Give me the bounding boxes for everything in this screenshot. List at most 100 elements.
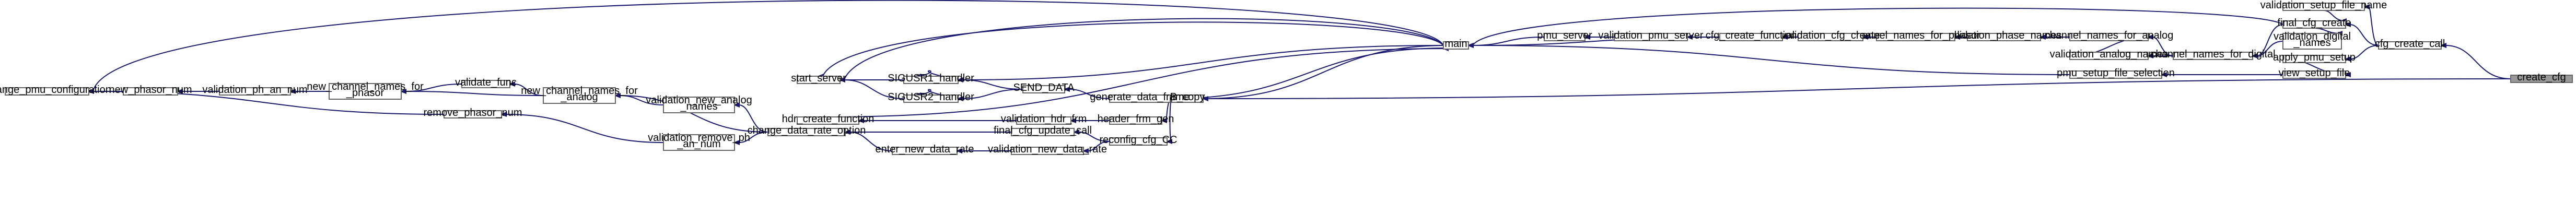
graph-node-new-channel-names-for-analog[interactable]: new_channel_names_for_analog xyxy=(521,85,638,104)
edge-change-data-rate-option-to-validation-new-analog-names xyxy=(738,104,768,133)
graph-node-pmu-server[interactable]: pmu_server xyxy=(1537,30,1592,41)
edge-validate-func-to-new-channel-names-for-phasor xyxy=(405,84,462,92)
edge-create-cfg-to-b-copy xyxy=(1207,78,2511,99)
graph-node-label: channel_names_for_digital xyxy=(2150,49,2275,60)
edge-main-to-change-pmu-configuration xyxy=(92,0,1444,92)
graph-node-label: validation_cfg_create xyxy=(1781,30,1880,41)
graph-node-validate-func[interactable]: validate_func xyxy=(455,77,517,88)
graph-node-label: SIGUSR1_handler xyxy=(888,73,974,84)
edge-reconfig-cfg-cc-to-validation-new-data-rate xyxy=(1087,141,1110,151)
graph-node-label: cfg_create_function xyxy=(1706,30,1797,41)
edge-arrowhead xyxy=(733,140,740,145)
graph-node-label: new_channel_names_for xyxy=(307,81,424,92)
graph-node-label: final_cfg_create xyxy=(2277,17,2351,29)
graph-node-channel-names-for-phasor[interactable]: channel_names_for_phasor xyxy=(1851,30,1980,41)
graph-node-final-cfg-create[interactable]: final_cfg_create xyxy=(2277,17,2351,29)
graph-node-validation-pmu-server[interactable]: validation_pmu_server xyxy=(1598,30,1704,41)
graph-node-label: pmu_server xyxy=(1537,30,1592,41)
edge-arrowhead xyxy=(838,77,845,82)
graph-node-label: channel_names_for_phasor xyxy=(1851,30,1980,41)
graph-node-label: create_cfg xyxy=(2517,72,2566,83)
graph-node-label: change_data_rate_option xyxy=(748,125,866,136)
graph-node-validation-ph-an-num[interactable]: validation_ph_an_num xyxy=(202,84,308,96)
graph-node-label: pmu_setup_file_selection xyxy=(2057,67,2175,79)
edge-arrowhead xyxy=(2440,43,2446,48)
graph-node-hdr-create-function[interactable]: hdr_create_function xyxy=(782,113,875,125)
graph-node-label: apply_pmu_setup xyxy=(2273,52,2356,63)
graph-node-label: validation_pmu_server xyxy=(1598,30,1704,41)
graph-node-channel-names-for-analog[interactable]: channel_names_for_analog xyxy=(2045,30,2174,41)
edge-pmu-server-to-main xyxy=(1472,37,1545,46)
graph-node-pmu-setup-file-selection[interactable]: pmu_setup_file_selection xyxy=(2057,67,2175,79)
graph-node-cfg-create-call[interactable]: cfg_create_call xyxy=(2375,38,2445,50)
graph-node-sigusr1-handler[interactable]: SIGUSR1_handler xyxy=(888,73,974,84)
graph-node-validation-cfg-create[interactable]: validation_cfg_create xyxy=(1781,30,1880,41)
edge-arrowhead xyxy=(400,89,406,94)
edge-arrowhead xyxy=(1165,139,1172,144)
edge-arrowhead xyxy=(955,148,962,153)
graph-node-validation-hdr-frm[interactable]: validation_hdr_frm xyxy=(1001,113,1087,125)
graph-node-label: SIGUSR2_handler xyxy=(888,91,974,103)
edge-cfg-create-call-to-apply-pmu-setup xyxy=(2349,45,2379,60)
graph-node-validation-new-data-rate[interactable]: validation_new_data_rate xyxy=(988,144,1107,155)
graph-node-label: reconfig_cfg_CC xyxy=(1100,134,1178,146)
edge-arrowhead xyxy=(289,89,296,94)
graph-node-change-pmu-configuration[interactable]: Change_pmu_configuration xyxy=(0,84,111,96)
graph-node-new-channel-names-for-phasor[interactable]: new_channel_names_for_phasor xyxy=(307,81,424,100)
edge-arrowhead xyxy=(957,77,963,82)
edge-arrowhead xyxy=(2147,53,2153,58)
graph-node-change-data-rate-option[interactable]: change_data_rate_option xyxy=(748,125,866,136)
edge-arrowhead xyxy=(844,129,850,135)
graph-node-channel-names-for-digital[interactable]: channel_names_for_digital xyxy=(2150,49,2276,60)
edge-arrowhead xyxy=(2160,72,2167,77)
graph-node-validation-new-analog-names[interactable]: validation_new_analog_names xyxy=(646,94,752,113)
graph-node-send-data[interactable]: SEND_DATA xyxy=(1013,82,1075,93)
graph-node-enter-new-data-rate[interactable]: enter_new_data_rate xyxy=(875,144,974,155)
graph-node-validation-setup-file-name[interactable]: validation_setup_file_name xyxy=(2260,0,2387,11)
graph-node-label: hdr_create_function xyxy=(782,113,875,125)
edge-arrowhead xyxy=(1583,34,1590,40)
graph-node-reconfig-cfg-cc[interactable]: reconfig_cfg_CC xyxy=(1100,134,1178,146)
edge-create-cfg-to-cfg-create-call xyxy=(2445,45,2511,79)
edge-send-data-to-sigusr1-handler xyxy=(962,79,1023,90)
graph-node-main[interactable]: main xyxy=(1443,38,1469,50)
edge-arrowhead xyxy=(500,112,507,117)
graph-node-label: validation_remove_ph xyxy=(648,132,750,144)
graph-node-label: remove_phasor_num xyxy=(424,107,522,119)
edge-new-channel-names-for-analog-to-new-channel-names-for-phasor xyxy=(405,91,544,96)
edge-generate-data-frame-to-main xyxy=(1170,48,1448,99)
graph-node-apply-pmu-setup[interactable]: apply_pmu_setup xyxy=(2273,52,2356,63)
graph-node-label: channel_names_for_analog xyxy=(2045,30,2174,41)
edge-arrowhead xyxy=(614,93,621,98)
graph-node-label: enter_new_data_rate xyxy=(875,144,974,155)
graph-node-validation-digital-names[interactable]: validation_digital_names xyxy=(2274,31,2351,50)
graph-node-validation-remove-ph-an-num[interactable]: validation_remove_ph_an_num xyxy=(648,132,750,151)
edge-sigusr2-handler-to-start-server xyxy=(844,79,904,99)
graph-node-label: validation_hdr_frm xyxy=(1001,113,1087,125)
edge-send-data-to-sigusr2-handler xyxy=(962,89,1023,99)
graph-node-validation-phase-names[interactable]: validation_phase_names xyxy=(1946,30,2062,41)
graph-node-label: validation_digital xyxy=(2274,31,2351,42)
edge-final-cfg-create-to-channel-names-for-digital xyxy=(2256,24,2283,56)
graph-node-label: validate_func xyxy=(455,77,517,88)
graph-node-label: validation_phase_names xyxy=(1946,30,2061,41)
graph-node-final-cfg-update-call[interactable]: final_cfg_update_call xyxy=(994,125,1092,136)
graph-node-label: generate_data_frame xyxy=(1090,91,1190,103)
graph-node-new-phasor-num[interactable]: new_phasor_num xyxy=(109,84,192,96)
graph-node-start-server[interactable]: start_server xyxy=(791,73,846,84)
graph-node-cfg-create-function[interactable]: cfg_create_function xyxy=(1706,30,1797,41)
edge-arrowhead xyxy=(2039,34,2046,40)
graph-node-remove-phasor-num[interactable]: remove_phasor_num xyxy=(424,107,522,119)
graph-node-validation-analog-names[interactable]: validation_analog_names xyxy=(2050,49,2169,60)
graph-node-header-frm-gen[interactable]: header_frm_gen xyxy=(1098,113,1174,125)
edge-arrowhead xyxy=(957,96,963,101)
graph-node-label: cfg_create_call xyxy=(2375,38,2445,50)
graph-node-create-cfg[interactable]: create_cfg xyxy=(2510,72,2573,83)
edge-arrowhead xyxy=(1073,129,1079,135)
graph-node-label: _names xyxy=(2293,37,2330,49)
graph-node-sigusr2-handler[interactable]: SIGUSR2_handler xyxy=(888,91,974,103)
graph-node-b-copy[interactable]: B_copy xyxy=(1170,91,1205,103)
graph-node-label: validation_new_analog xyxy=(646,94,752,106)
graph-node-generate-data-frame[interactable]: generate_data_frame xyxy=(1090,91,1190,103)
graph-node-view-setup-file[interactable]: view_setup_file xyxy=(2279,67,2350,79)
